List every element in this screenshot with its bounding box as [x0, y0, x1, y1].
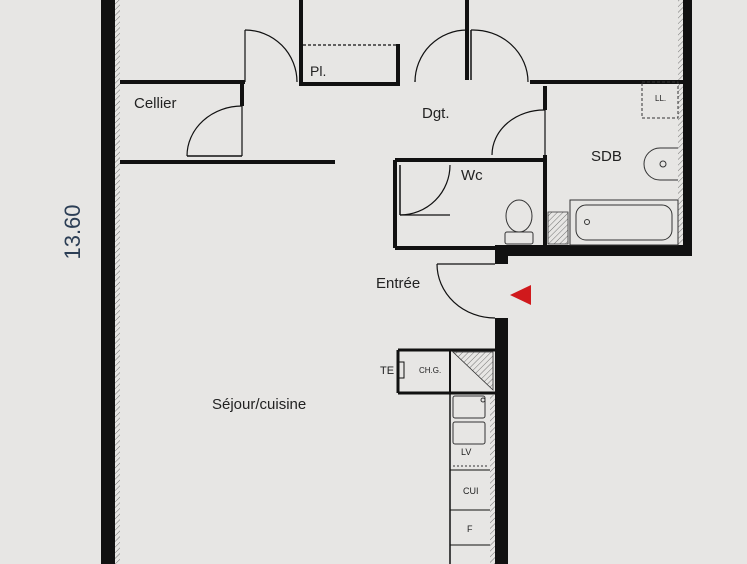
- room-label-sdb: SDB: [591, 148, 622, 165]
- red-triangle-entry-arrow-icon: [510, 285, 531, 305]
- hatched-corner-sdb: [547, 211, 569, 245]
- left-wall-hatch: [115, 0, 120, 564]
- fixture-label-lv: LV: [461, 447, 471, 457]
- room-label-entree: Entrée: [376, 275, 420, 292]
- interior-walls: [120, 0, 683, 564]
- kitchen-sink-icon: [452, 395, 486, 445]
- sink-icon: [643, 147, 678, 181]
- door-swings: [186, 29, 546, 319]
- fixture-label-ll: LL.: [655, 94, 666, 103]
- bathtub-icon: [569, 199, 679, 246]
- room-label-sejour: Séjour/cuisine: [212, 396, 306, 413]
- fixture-label-cui: CUI: [463, 486, 479, 496]
- entry-wall-hatch: [490, 395, 495, 564]
- hatched-corner-chg: [451, 351, 494, 391]
- electrical-panel: [397, 361, 405, 379]
- room-label-cellier: Cellier: [134, 95, 177, 112]
- right-wall-hatch: [678, 0, 683, 245]
- room-label-degagement: Dgt.: [422, 105, 450, 122]
- fixture-label-f: F: [467, 524, 473, 534]
- fixture-label-chg: CH.G.: [419, 366, 441, 375]
- washing-machine-outline: [641, 81, 679, 119]
- dimension-label: 13.60: [60, 204, 85, 259]
- room-label-wc: Wc: [461, 167, 483, 184]
- toilet-icon: [504, 199, 534, 245]
- room-label-placard: Pl.: [310, 63, 326, 79]
- exterior-walls: [101, 0, 692, 564]
- fixture-label-te: TE: [380, 365, 394, 377]
